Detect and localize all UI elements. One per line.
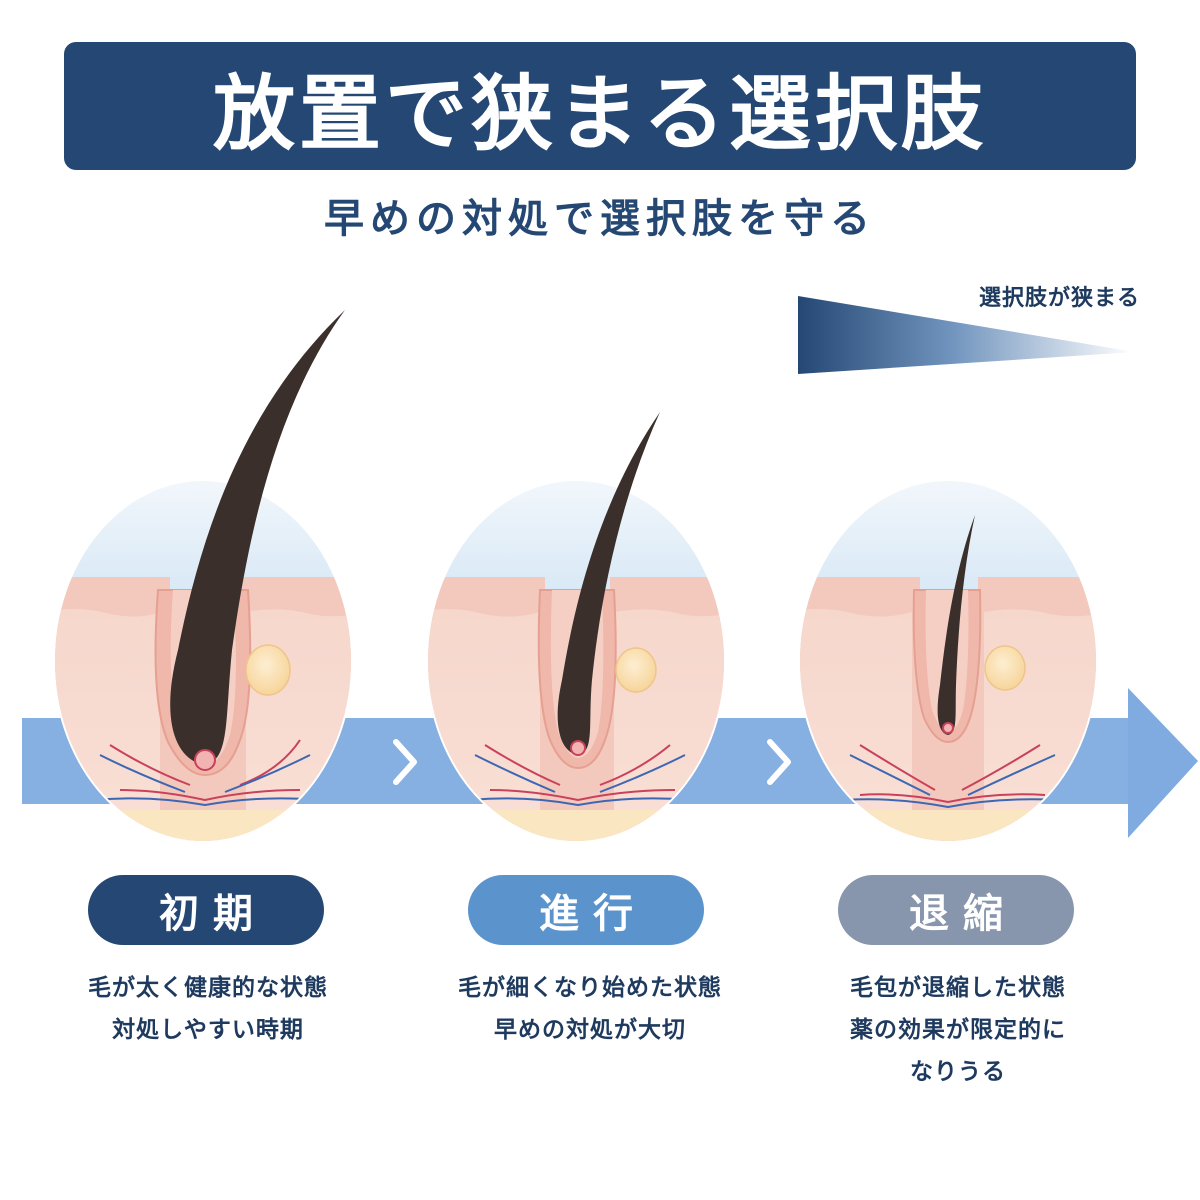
stage-badge-label: 進行 [539, 891, 647, 937]
narrowing-label: 選択肢が狭まる [978, 286, 1140, 311]
stage-badge-label: 退縮 [909, 891, 1017, 937]
arrow-right-icon [1128, 688, 1198, 838]
stage-badge-label: 初期 [159, 891, 267, 937]
page-subtitle: 早めの対処で選択肢を守る [324, 196, 876, 242]
title-banner: 放置で狭まる選択肢 [64, 42, 1136, 170]
chevron-right-icon [393, 739, 417, 785]
stage-description-regressed: 毛包が退縮した状態 薬の効果が限定的に なりうる [778, 967, 1138, 1093]
description-line: 対処しやすい時期 [112, 1017, 304, 1043]
description-line: 毛包が退縮した状態 [850, 975, 1066, 1001]
hair-strand [557, 412, 660, 755]
description-line: 毛が太く健康的な状態 [88, 975, 328, 1001]
hair-strand [937, 515, 975, 735]
stage-badge-progressing: 進行 [468, 875, 704, 945]
stage-badge-regressed: 退縮 [838, 875, 1074, 945]
hair-strand [170, 310, 345, 765]
description-line: 薬の効果が限定的に [850, 1017, 1066, 1043]
stage-description-initial: 毛が太く健康的な状態 対処しやすい時期 [28, 967, 388, 1051]
page-title: 放置で狭まる選択肢 [212, 66, 987, 162]
narrowing-wedge [798, 296, 1135, 374]
description-line: なりうる [910, 1059, 1006, 1085]
stage-description-progressing: 毛が細くなり始めた状態 早めの対処が大切 [410, 967, 770, 1051]
chevron-right-icon [767, 739, 791, 785]
stage-badge-initial: 初期 [88, 875, 324, 945]
description-line: 毛が細くなり始めた状態 [458, 975, 722, 1001]
description-line: 早めの対処が大切 [494, 1017, 686, 1043]
